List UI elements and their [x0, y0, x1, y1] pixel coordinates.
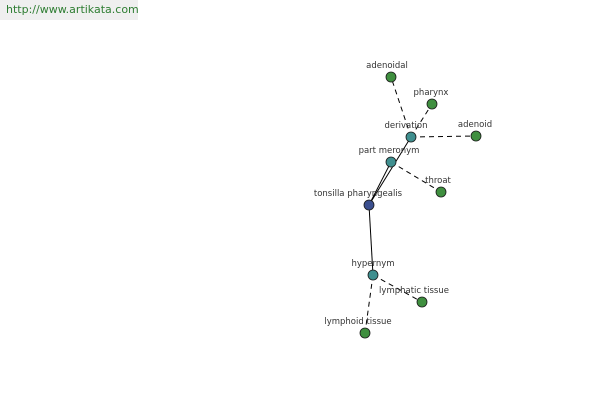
- edge-tonsilla-hypernym: [368, 204, 374, 276]
- node-adenoidal[interactable]: [385, 71, 397, 83]
- edge-derivation-adenoid: [410, 135, 477, 138]
- node-derivation[interactable]: [405, 131, 417, 143]
- node-label-throat[interactable]: throat: [425, 176, 451, 186]
- edge-derivation-pharynx: [410, 103, 433, 138]
- node-lymphoid-tissue[interactable]: [359, 327, 371, 339]
- node-label-adenoid[interactable]: adenoid: [458, 120, 492, 130]
- source-url-link[interactable]: http://www.artikata.com: [0, 0, 139, 20]
- edges-layer: [364, 76, 477, 334]
- node-adenoid[interactable]: [470, 130, 482, 142]
- node-part-meronym[interactable]: [385, 156, 397, 168]
- edge-hypernym-lymphoid_tissue: [364, 274, 374, 334]
- edge-tonsilla-derivation: [368, 136, 412, 206]
- edge-part_meronym-throat: [390, 161, 442, 193]
- node-hypernym[interactable]: [367, 269, 379, 281]
- node-label-derivation[interactable]: derivation: [384, 121, 427, 131]
- nodes-layer: [359, 71, 482, 339]
- node-lymphatic-tissue[interactable]: [416, 296, 428, 308]
- node-label-lymphoid-tissue[interactable]: lymphoid tissue: [324, 317, 391, 327]
- node-label-pharynx[interactable]: pharynx: [414, 88, 449, 98]
- edge-derivation-adenoidal: [390, 76, 412, 138]
- node-label-lymphatic-tissue[interactable]: lymphatic tissue: [379, 286, 449, 296]
- labels-layer: tonsilla pharyngealis derivation part mero…: [314, 61, 492, 327]
- node-throat[interactable]: [435, 186, 447, 198]
- node-label-hypernym[interactable]: hypernym: [351, 259, 394, 269]
- node-tonsilla[interactable]: [363, 199, 375, 211]
- edge-tonsilla-part_meronym: [368, 161, 392, 206]
- edge-hypernym-lymphatic_tissue: [372, 274, 423, 303]
- node-label-part-meronym[interactable]: part meronym: [359, 146, 420, 156]
- node-pharynx[interactable]: [426, 98, 438, 110]
- node-label-adenoidal[interactable]: adenoidal: [366, 61, 408, 71]
- node-label-tonsilla[interactable]: tonsilla pharyngealis: [314, 189, 403, 199]
